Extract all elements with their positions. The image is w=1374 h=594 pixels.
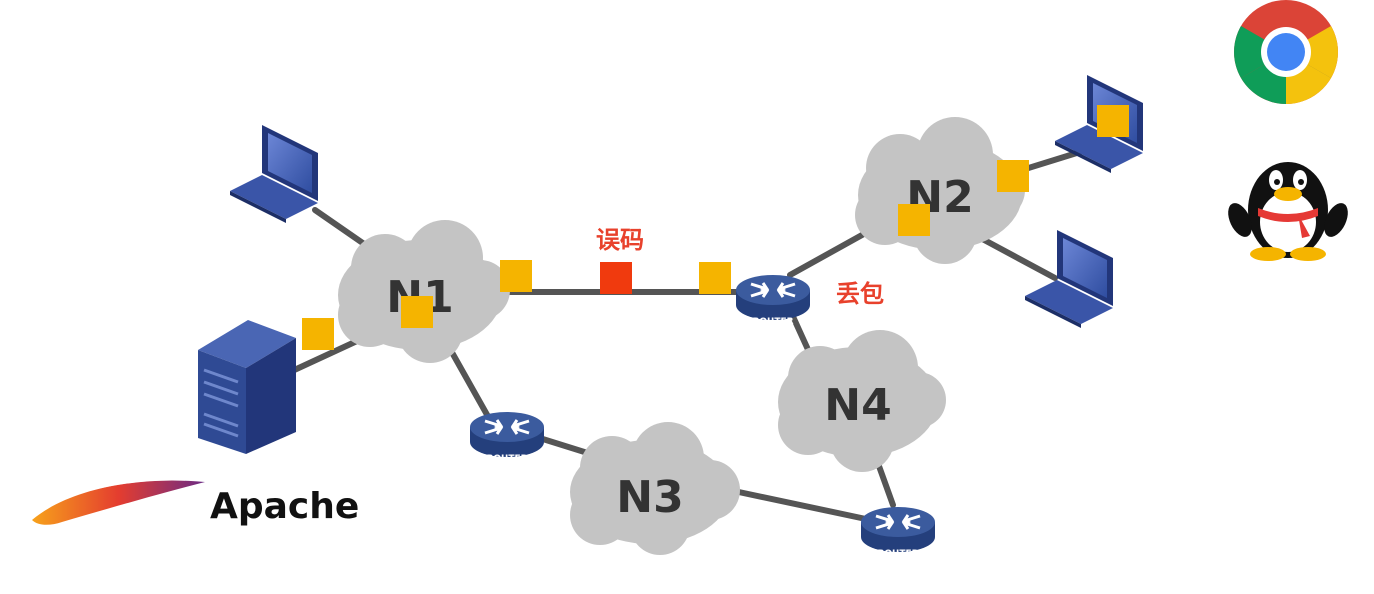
router-left: ROUTER [470, 412, 544, 464]
router-arrows-icon [875, 514, 921, 530]
apache-logo: Apache [32, 478, 359, 527]
packet [500, 260, 532, 292]
packet [898, 204, 930, 236]
router-label: ROUTER [877, 549, 918, 559]
router-label: ROUTER [486, 454, 527, 464]
chrome-icon [1234, 0, 1338, 104]
server-brand-label: Apache [210, 486, 359, 527]
packet [1097, 105, 1129, 137]
link-n2-laptop3 [972, 232, 1058, 281]
apache-feather-icon [32, 478, 205, 525]
qq-penguin-icon [1228, 162, 1348, 261]
server-icon [198, 320, 296, 454]
cloud-n3: N3 [570, 422, 740, 555]
laptop-icon [230, 125, 318, 223]
node-label-n3: N3 [616, 472, 683, 523]
cloud-n4: N4 [778, 330, 946, 472]
packet-loss-label: 丢包 [836, 280, 884, 308]
packet [699, 262, 731, 294]
router-arrows-icon [750, 282, 796, 298]
router-top: ROUTER [736, 275, 810, 327]
packets [302, 105, 1129, 350]
link-n3-router-bottom [717, 485, 883, 525]
node-label-n4: N4 [824, 380, 891, 431]
router-bottom: ROUTER [861, 507, 935, 559]
cloud-n1: N1 [338, 220, 510, 363]
packet [302, 318, 334, 350]
router-label: ROUTER [752, 317, 793, 327]
packet [997, 160, 1029, 192]
packet [401, 296, 433, 328]
router-arrows-icon [484, 419, 530, 435]
bit-error-label: 误码 [596, 226, 644, 254]
packet-error [600, 262, 632, 294]
laptop-icon [1025, 230, 1113, 328]
